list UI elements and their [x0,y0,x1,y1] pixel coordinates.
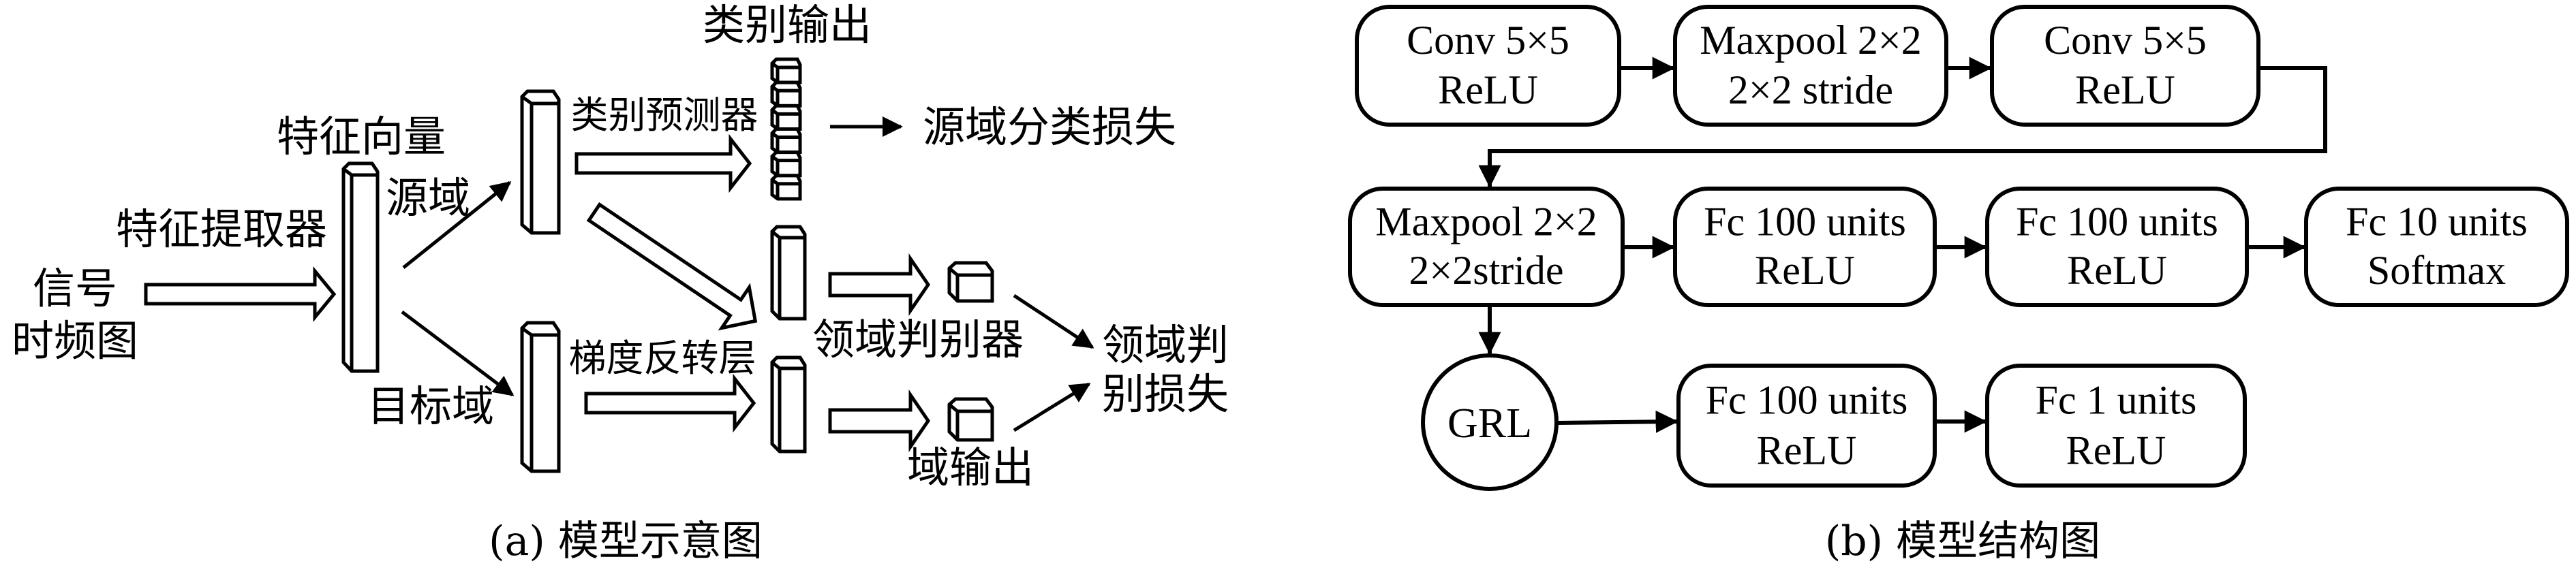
layer-box-frame [1673,187,1937,307]
layer-box-line2: ReLU [1755,248,1855,293]
class-output-cell-edge [771,62,800,83]
gradient-reversal-label: 梯度反转层 [568,336,756,380]
layer-box-line1: Conv 5×5 [2044,18,2207,63]
source-domain-label: 源域 [386,173,470,223]
domain-loss-arrow-source [1013,293,1094,349]
domain-output-cube-target [947,397,994,442]
class-output-cell-edge [771,108,800,129]
domain-loss-arrow-target [1013,382,1091,432]
class-output-cell-edge [771,85,800,106]
class-output-cell-edge [771,131,800,153]
panel-a-model-schematic: 信号 时频图 特征提取器 特征向量 源域 目标域 类别预测器 [12,0,1229,565]
source-feature-column [520,89,561,235]
layer-box-line2: Softmax [2367,248,2506,293]
feature-vector-column [341,161,380,373]
source-to-discriminator-hollow-arrow [586,202,758,331]
layer-box-line2: ReLU [1757,428,1857,473]
layer-box-line2: ReLU [2075,67,2175,112]
layer-box-line2: ReLU [1438,67,1538,112]
class-output-label: 类别输出 [703,0,872,50]
input-label-line2: 时频图 [12,316,138,366]
layer-box-frame [1355,5,1621,127]
layer-box-line1: Fc 1 units [2036,377,2197,422]
input-label-line1: 信号 [33,264,117,313]
target-feature-column [520,321,561,473]
layer-box-line1: Fc 100 units [2016,199,2218,244]
layer-box-line1: Fc 100 units [1704,199,1906,244]
layer-box-frame [1985,187,2249,307]
class-output-stack [770,57,802,201]
class-output-cell-edge [771,155,800,176]
source-branch-arrow [402,181,512,269]
layer-box-frame [1673,5,1948,127]
layer-box-line2: ReLU [2067,248,2167,293]
panel-a-caption: (a) 模型示意图 [489,518,763,565]
layer-box-line1: Maxpool 2×2 [1700,18,1922,63]
domain-discriminator-label: 领域判别器 [812,315,1024,364]
domain-loss-label-line2: 别损失 [1102,369,1229,419]
layer-box-row1-1: Maxpool 2×22×2 stride [1673,5,1948,127]
layer-box-frame [2304,187,2569,307]
layer-box-line1: Maxpool 2×2 [1375,199,1597,244]
layer-box-line2: 2×2stride [1409,248,1563,293]
domain-output-label: 域输出 [907,443,1034,492]
layer-box-row2-0: Maxpool 2×22×2stride [1348,187,1625,307]
domain-loss-label-line1: 领域判 [1102,320,1229,370]
layer-box-line1: Conv 5×5 [1407,18,1569,63]
input-hollow-arrow [144,266,337,322]
layer-box-frame [1990,5,2260,127]
layer-box-frame [1676,364,1937,488]
grl-hollow-arrow [584,373,756,433]
discriminator-column-target [770,355,807,454]
layer-box-line2: ReLU [2066,428,2166,473]
class-predictor-hollow-arrow [574,133,752,193]
arrow-conv2-to-maxpool2 [1478,66,2327,188]
class-output-cell-edge [771,178,800,199]
class-predictor-label: 类别预测器 [570,93,758,137]
source-class-loss-label: 源域分类损失 [923,102,1176,152]
target-domain-label: 目标域 [367,381,494,431]
layer-box-line2: 2×2 stride [1728,67,1893,112]
domain-output-cube-source [947,261,994,303]
panel-b-caption: (b) 模型结构图 [1825,518,2100,565]
layer-box-frame [1985,364,2247,488]
grl-label: GRL [1447,400,1532,447]
layer-box-frame [1348,187,1625,307]
discriminator-column-source [770,225,807,321]
arrow-grl-to-fc100c [1556,410,1678,433]
feature-extractor-label: 特征提取器 [116,204,327,254]
target-branch-arrow [401,311,515,396]
feature-vector-label: 特征向量 [277,112,446,161]
layer-box-line1: Fc 100 units [1706,377,1908,422]
target-discriminator-hollow-arrow [828,389,931,453]
source-discriminator-hollow-arrow [828,253,931,317]
layer-box-line1: Fc 10 units [2346,199,2528,244]
